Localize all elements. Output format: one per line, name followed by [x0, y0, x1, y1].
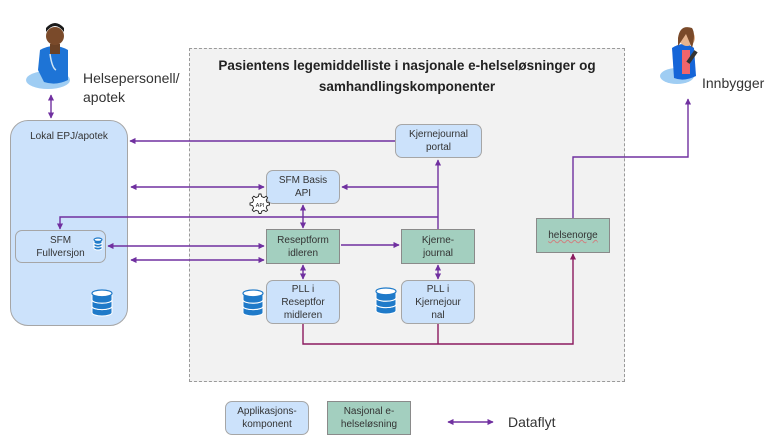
kj-line1: Kjerne-	[421, 234, 455, 246]
sfm-basis-line1: SFM Basis	[278, 175, 328, 186]
kj-portal-line2: portal	[425, 142, 451, 153]
database-icon	[375, 287, 397, 315]
title-line-1: Pasientens legemiddelliste i nasjonale e…	[218, 58, 596, 73]
local-epj-label: Lokal EPJ/apotek	[30, 131, 108, 142]
sfm-basis-line2: API	[294, 188, 312, 199]
legend-national-solution: Nasjonal e-helseløsning	[327, 401, 411, 435]
pll-rf-line3: midleren	[283, 309, 323, 321]
api-gear-icon: API	[249, 193, 270, 214]
database-icon	[93, 237, 103, 251]
flow-helsenorge-citizen	[572, 98, 692, 218]
health-personnel-line1: Helsepersonell/	[83, 70, 180, 86]
pll-kj-line2: Kjernejour	[415, 296, 461, 308]
database-icon	[91, 289, 113, 317]
rf-line2: idleren	[287, 247, 319, 259]
flow-kj-sfmfull	[56, 216, 438, 230]
kj-line2: journal	[422, 247, 454, 259]
health-personnel-label: Helsepersonell/ apotek	[83, 69, 180, 107]
national-solutions-region	[189, 48, 625, 382]
doctor-figure-icon	[26, 23, 70, 89]
legend-app-component: Applikasjons-komponent	[225, 401, 309, 435]
helsenorge-label: helsenorge	[548, 230, 598, 241]
legend-dataflow-label: Dataflyt	[508, 414, 556, 430]
legend-app-line1: Applikasjons-	[237, 406, 297, 417]
title-line-2: samhandlingskomponenter	[318, 79, 496, 94]
pll-kj-line1: PLL i	[426, 283, 450, 295]
legend-nat-line2: helseløsning	[340, 419, 398, 430]
kj-portal-line1: Kjernejournal	[409, 129, 468, 140]
pll-rf-line1: PLL i	[291, 283, 315, 295]
sfm-full-line2: Fullversjon	[36, 247, 85, 259]
svg-text:API: API	[256, 203, 265, 209]
kjernejournal-portal-box: Kjernejournal portal	[395, 124, 482, 158]
legend-nat-line1: Nasjonal e-	[343, 406, 395, 417]
legend-app-line2: komponent	[242, 419, 292, 430]
sfm-full-line1: SFM	[49, 234, 72, 246]
helsenorge-box: helsenorge	[536, 218, 610, 253]
health-personnel-line2: apotek	[83, 89, 126, 105]
citizen-figure-icon	[660, 27, 698, 84]
region-title: Pasientens legemiddelliste i nasjonale e…	[189, 55, 625, 97]
kjernejournal-box: Kjerne-journal	[401, 229, 475, 264]
citizen-label: Innbygger	[702, 75, 765, 91]
pll-rf-line2: Reseptfor	[281, 296, 325, 308]
database-icon	[242, 289, 264, 317]
pll-kj-line3: nal	[431, 309, 445, 321]
rf-line1: Reseptform	[277, 234, 329, 246]
